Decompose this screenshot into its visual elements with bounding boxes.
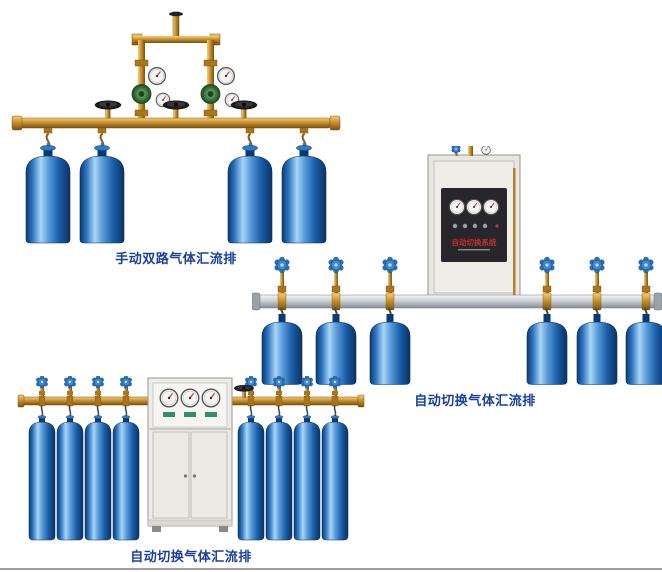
auto-switch-floor-illustration [17,376,365,541]
gas-cylinder [261,313,303,385]
blue-valve-knob-icon [119,376,133,389]
pressure-gauge-icon [201,388,221,408]
product-caption: 手动双路气体汇流排 [115,252,237,267]
pressure-gauge-icon [147,66,167,86]
manifold-main-pipe [252,292,662,311]
manifold-main-pipe [11,115,341,131]
pressure-gauge-icon [482,198,500,216]
blue-valve-knob-icon [539,256,555,274]
cylinder-hoses [40,404,337,417]
valve-handwheel-icon [162,100,190,119]
gas-cylinder [293,415,321,541]
blue-valve-knob-icon [589,256,605,274]
cabinet-label: 自动切换系统 [452,237,497,247]
pressure-gauge-icon [465,198,483,216]
gas-cylinder [265,415,293,541]
gas-cylinder [56,415,84,541]
manual-dual-manifold-illustration [11,11,341,244]
gas-cylinder [625,313,662,385]
pressure-gauge-icon [216,66,236,86]
cylinder-hoses [280,307,648,316]
blue-valve-knob-icon [272,376,286,389]
pressure-regulator-left [131,66,171,108]
control-cabinet: 自动切换系统 [427,146,521,300]
gas-cylinder [369,313,411,385]
blue-valve-knob-icon [451,146,461,155]
valve-handwheel-icon [94,100,122,119]
gas-cylinder [526,313,568,385]
blue-valve-knob-icon [328,376,342,389]
product-figure-auto-switch-wall: 自动切换系统 [252,146,662,409]
gas-cylinder [79,142,125,244]
cylinder-connections [43,127,309,149]
blue-valve-knob-icon [63,376,77,389]
bottom-divider [0,568,662,570]
gas-cylinder [576,313,618,385]
pressure-gauge-icon [448,198,466,216]
valve-handwheel-icon [230,100,258,119]
cylinder-risers [274,256,654,296]
blue-valve-knob-icon [382,256,398,274]
blue-valve-knob-icon [328,256,344,274]
manifold-main-pipe [17,394,365,408]
product-caption: 自动切换气体汇流排 [414,394,536,409]
gas-cylinder [28,415,56,541]
gas-cylinder [315,313,357,385]
product-figure-auto-switch-floor: 自动切换气体汇流排 [16,376,366,565]
auto-switch-wall-illustration: 自动切换系统 [252,146,662,385]
pressure-gauge-icon [481,146,491,155]
pressure-regulator-right [200,66,240,108]
blue-valve-knob-icon [91,376,105,389]
pressure-gauge-icon [159,388,179,408]
gas-cylinder [237,415,265,541]
pressure-gauge-icon [180,388,200,408]
blue-valve-knob-icon [300,376,314,389]
gas-cylinder [25,142,71,244]
gas-cylinder [112,415,140,541]
control-cabinet [147,377,233,532]
blue-valve-knob-icon [638,256,654,274]
product-caption: 自动切换气体汇流排 [130,550,252,565]
blue-valve-knob-icon [35,376,49,389]
gas-cylinder [84,415,112,541]
gas-cylinder [321,415,349,541]
product-figure-manual-dual-manifold: 手动双路气体汇流排 [8,8,344,267]
blue-valve-knob-icon [274,256,290,274]
cylinder-risers [35,376,342,398]
manifold-header-pipes [131,11,221,120]
